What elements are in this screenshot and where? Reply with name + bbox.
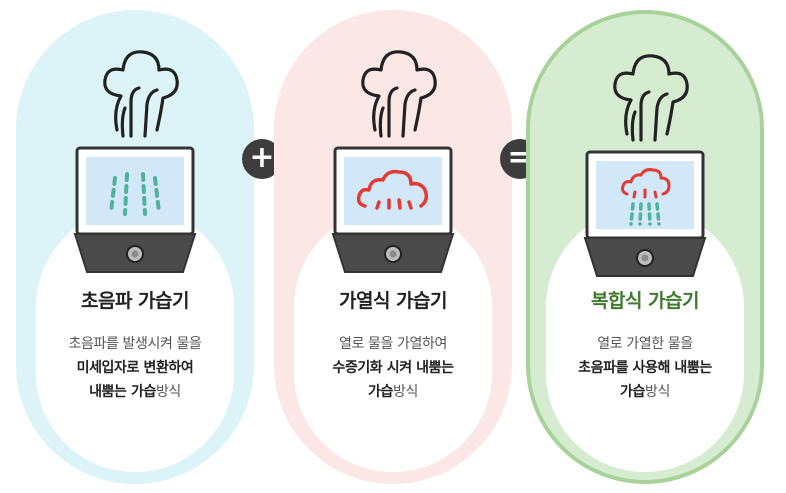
humidifier-icon [583, 54, 707, 277]
combined-mist-icon [621, 168, 671, 226]
desc-line-2: 수증기화 시켜 내뿜는 [332, 360, 454, 376]
humidifier-window [86, 157, 184, 225]
card-heated-humidifier: 가열식 가습기 열로 물을 가열하여 수증기화 시켜 내뿜는 가습방식 [274, 10, 512, 484]
card-description: 열로 물을 가열하여 수증기화 시켜 내뿜는 가습방식 [294, 332, 492, 404]
steam-icon [103, 50, 179, 138]
humidifier-icon [73, 50, 197, 273]
card-title: 초음파 가습기 [81, 290, 190, 312]
steam-icon [613, 54, 689, 142]
card-description: 열로 가열한 물을 초음파를 사용해 내뿜는 가습방식 [546, 332, 744, 404]
card-text-panel: 가열식 가습기 열로 물을 가열하여 수증기화 시켜 내뿜는 가습방식 [294, 208, 492, 472]
heat-cloud-icon [356, 169, 429, 210]
desc-line-2: 초음파를 사용해 내뿜는 [578, 360, 712, 376]
desc-line-1: 열로 물을 가열하여 [339, 336, 447, 352]
desc-line-3: 내뿜는 가습방식 [89, 384, 181, 400]
steam-icon [361, 50, 437, 138]
desc-line-3: 가습방식 [620, 384, 670, 400]
humidifier-window [344, 157, 442, 225]
ultrasonic-mist-icon [109, 172, 161, 216]
card-description: 초음파를 발생시켜 물을 미세입자로 변환하여 내뿜는 가습방식 [36, 332, 234, 404]
desc-line-1: 열로 가열한 물을 [597, 336, 693, 352]
humidifier-icon [331, 50, 455, 273]
desc-line-2: 미세입자로 변환하여 [76, 360, 194, 376]
card-title: 복합식 가습기 [591, 290, 700, 312]
desc-line-1: 초음파를 발생시켜 물을 [68, 336, 202, 352]
desc-line-3: 가습방식 [368, 384, 418, 400]
card-combined-humidifier: 복합식 가습기 열로 가열한 물을 초음파를 사용해 내뿜는 가습방식 [526, 10, 764, 484]
card-title: 가열식 가습기 [339, 290, 448, 312]
card-ultrasonic-humidifier: 초음파 가습기 초음파를 발생시켜 물을 미세입자로 변환하여 내뿜는 가습방식 [16, 10, 254, 484]
